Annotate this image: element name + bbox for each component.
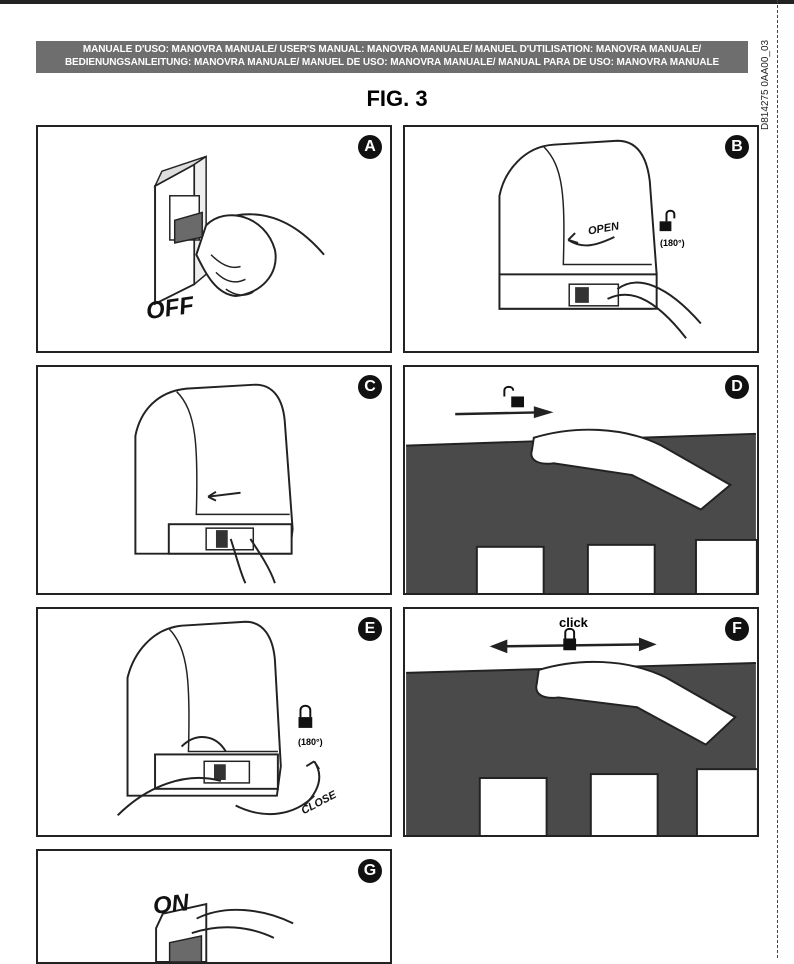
- angle-label-e: (180°): [298, 737, 323, 747]
- motor-release-illustration: [134, 383, 294, 584]
- panel-g: G ON: [36, 849, 392, 964]
- angle-label-b: (180°): [660, 238, 685, 248]
- motor-lock-illustration: [117, 620, 321, 817]
- panel-f: F click: [403, 607, 759, 837]
- panel-f-badge: F: [725, 617, 749, 641]
- on-label: ON: [151, 889, 191, 920]
- panel-e-badge: E: [358, 617, 382, 641]
- click-label: click: [559, 615, 588, 630]
- panel-c-badge: C: [358, 375, 382, 399]
- panel-b: B OPEN (180°): [403, 125, 759, 353]
- cut-line: [777, 0, 778, 958]
- panel-d: D: [403, 365, 759, 595]
- document-code: D814275 0AA00_03: [760, 39, 771, 130]
- panel-b-badge: B: [725, 135, 749, 159]
- top-border: [0, 0, 794, 4]
- switch-off-illustration: [153, 155, 325, 306]
- motor-unlock-illustration: [498, 139, 702, 339]
- title-banner: MANUALE D'USO: MANOVRA MANUALE/ USER'S M…: [36, 41, 748, 73]
- panel-a: A OFF: [36, 125, 392, 353]
- panel-c: C: [36, 365, 392, 595]
- panel-g-badge: G: [358, 859, 382, 883]
- panel-d-badge: D: [725, 375, 749, 399]
- switch-on-illustration: [155, 902, 294, 962]
- panel-e: E (180°) CLOSE: [36, 607, 392, 837]
- figure-title: FIG. 3: [366, 86, 428, 111]
- gate-click-illustration: [406, 627, 757, 835]
- gate-push-illustration: [406, 385, 757, 593]
- panel-a-badge: A: [358, 135, 382, 159]
